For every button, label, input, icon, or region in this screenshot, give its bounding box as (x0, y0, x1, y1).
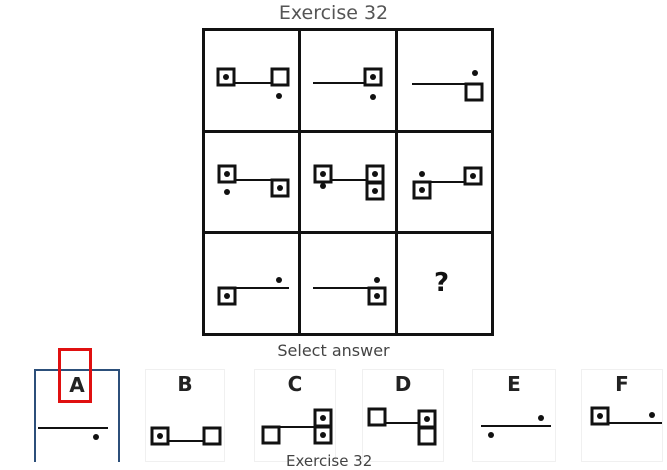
pattern-figure (412, 166, 483, 200)
option-d[interactable]: D (362, 369, 444, 462)
grid-cell-2-2 (301, 133, 395, 231)
selection-highlight (58, 348, 92, 403)
option-letter: C (287, 372, 303, 396)
grid-divider (205, 231, 491, 234)
footer-title: Exercise 32 (286, 452, 373, 470)
select-answer-label: Select answer (277, 341, 390, 360)
grid-cell-3-2 (301, 234, 395, 333)
question-mark: ? (434, 268, 450, 298)
pattern-figure (216, 67, 290, 99)
grid-cell-1-1 (205, 31, 298, 130)
grid-cell-2-3 (398, 133, 491, 231)
grid-cell-3-1 (205, 234, 298, 333)
puzzle-grid: ? (202, 28, 494, 336)
pattern-figure (217, 277, 289, 306)
option-e[interactable]: E (472, 369, 556, 462)
grid-divider (298, 31, 301, 333)
grid-divider (205, 130, 491, 133)
option-f[interactable]: F (581, 369, 663, 462)
option-letter: D (394, 372, 412, 396)
option-figure (261, 408, 333, 445)
exercise-title: Exercise 32 (278, 2, 389, 24)
option-letter: A (69, 373, 85, 397)
option-figure (38, 427, 108, 440)
option-letter: B (177, 372, 193, 396)
option-figure (481, 415, 551, 438)
option-figure (367, 407, 437, 446)
option-letter: F (615, 372, 629, 396)
option-a[interactable]: A (34, 369, 120, 462)
grid-cell-2-1 (205, 133, 298, 231)
grid-cell-1-3 (398, 31, 491, 130)
grid-divider (395, 31, 398, 333)
pattern-figure (313, 164, 385, 201)
pattern-figure (313, 277, 387, 306)
pattern-figure (313, 67, 383, 100)
option-figure (150, 426, 222, 446)
pattern-figure (412, 70, 484, 102)
option-letter: E (507, 372, 521, 396)
pattern-figure (217, 164, 290, 198)
option-b[interactable]: B (145, 369, 225, 462)
option-c[interactable]: C (254, 369, 336, 462)
option-figure (590, 406, 662, 426)
grid-cell-1-2 (301, 31, 395, 130)
grid-cell-3-3-missing: ? (398, 234, 491, 333)
